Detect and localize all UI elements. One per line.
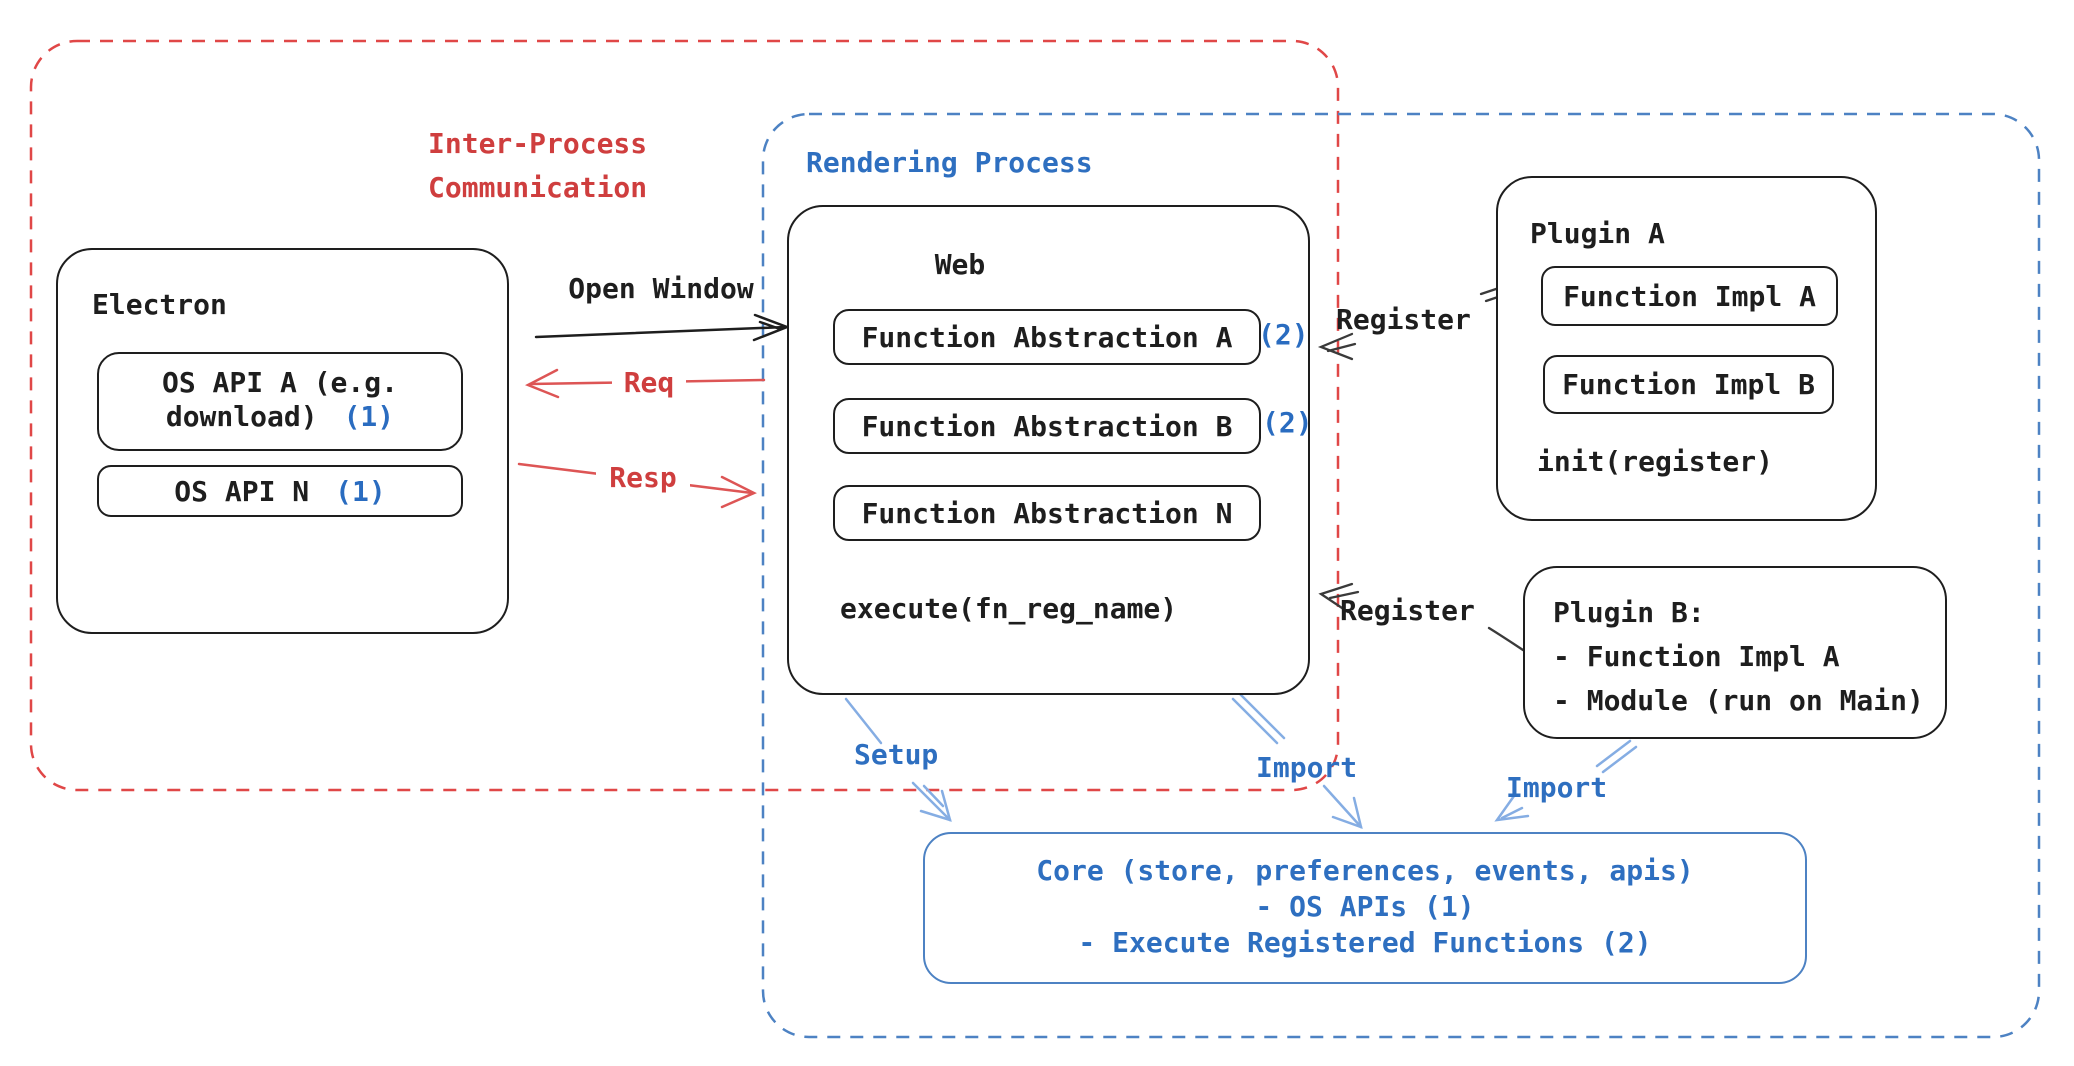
register-bottom-label: Register [1340,594,1475,627]
core-line-title: Core (store, preferences, events, apis) [1036,854,1694,887]
import-web-label: Import [1256,751,1358,784]
open-window-arrow [534,313,791,342]
function-abstraction-a-box: Function Abstraction A [833,309,1261,365]
core-box: Core (store, preferences, events, apis) … [923,832,1807,984]
electron-title: Electron [92,288,227,321]
os-api-a-line1: OS API A (e.g. [161,366,398,399]
function-abstraction-b-label: Function Abstraction B [861,409,1233,443]
setup-arrow [844,697,952,822]
setup-label: Setup [854,738,939,771]
os-api-a-line2: download) [165,400,318,433]
function-impl-b-label: Function Impl B [1562,368,1815,401]
import-plugin-arrow [1494,739,1638,822]
core-line-os-apis: - OS APIs (1) [1255,890,1475,923]
ipc-group-label-line2: Communication [428,171,648,204]
req-label: Req [612,364,686,400]
function-abstraction-a-badge: (2) [1258,318,1309,351]
ipc-group-label-line1: Inter-Process [428,127,648,160]
plugin-b-title: Plugin B: [1553,596,1705,629]
function-impl-a-label: Function Impl A [1563,279,1816,313]
rendering-group-label: Rendering Process [806,146,1093,179]
core-line-execute: - Execute Registered Functions (2) [1078,926,1652,959]
function-impl-b-box: Function Impl B [1543,355,1834,414]
open-window-label: Open Window [568,272,754,305]
register-bottom-arrow [1318,582,1525,652]
init-register-label: init(register) [1537,445,1774,478]
ipc-group-label: Inter-Process Communication [428,122,647,210]
web-title: Web [934,248,986,281]
function-abstraction-b-box: Function Abstraction B [833,398,1261,454]
execute-call-label: execute(fn_reg_name) [840,592,1178,625]
register-top-label: Register [1336,303,1471,336]
ipc-group-border [29,39,1340,792]
function-abstraction-n-label: Function Abstraction N [861,496,1233,530]
os-api-a-box: OS API A (e.g. download) (1) [97,352,463,451]
import-web-arrow [1231,692,1363,829]
plugin-a-title: Plugin A [1530,217,1665,250]
resp-label: Resp [596,458,690,496]
os-api-n-badge: (1) [335,474,386,508]
plugin-b-box [1523,566,1947,739]
import-plugin-label: Import [1506,771,1608,804]
os-api-a-badge: (1) [343,400,395,433]
plugin-b-line-impl-a: - Function Impl A [1553,640,1840,673]
function-abstraction-b-badge: (2) [1262,406,1313,439]
os-api-n-label: OS API N [174,474,310,508]
plugin-b-line-module: - Module (run on Main) [1553,684,1924,717]
rendering-group-border [761,112,2041,1039]
function-abstraction-n-box: Function Abstraction N [833,485,1261,541]
function-impl-a-box: Function Impl A [1541,266,1838,326]
function-abstraction-a-label: Function Abstraction A [861,320,1233,354]
os-api-n-box: OS API N (1) [97,465,463,517]
plugin-a-box [1496,176,1877,521]
